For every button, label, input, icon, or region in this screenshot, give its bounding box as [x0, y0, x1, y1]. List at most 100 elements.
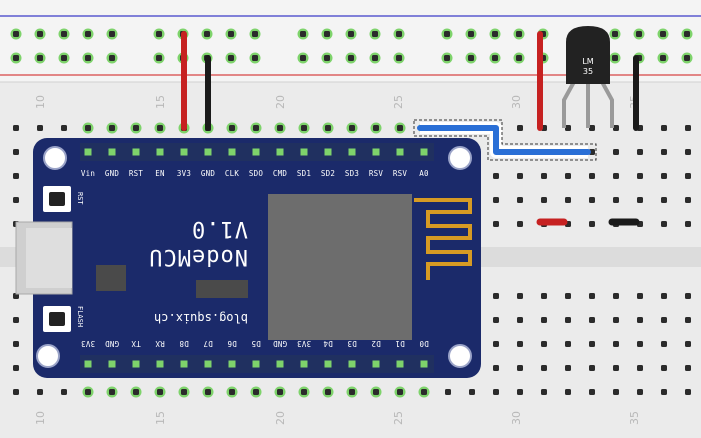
terminal-hole[interactable] — [541, 341, 547, 347]
rail-hole[interactable] — [636, 31, 642, 37]
terminal-hole[interactable] — [613, 197, 619, 203]
terminal-hole[interactable] — [589, 221, 595, 227]
terminal-hole[interactable] — [181, 389, 187, 395]
terminal-hole[interactable] — [493, 317, 499, 323]
rail-hole[interactable] — [156, 55, 162, 61]
rail-hole[interactable] — [516, 31, 522, 37]
board-pin[interactable] — [108, 360, 116, 368]
terminal-hole[interactable] — [493, 173, 499, 179]
terminal-hole[interactable] — [277, 125, 283, 131]
terminal-hole[interactable] — [349, 389, 355, 395]
terminal-hole[interactable] — [373, 125, 379, 131]
rail-hole[interactable] — [444, 31, 450, 37]
terminal-hole[interactable] — [637, 365, 643, 371]
rail-hole[interactable] — [348, 55, 354, 61]
rail-hole[interactable] — [396, 31, 402, 37]
board-pin[interactable] — [132, 148, 140, 156]
terminal-hole[interactable] — [325, 125, 331, 131]
terminal-hole[interactable] — [205, 389, 211, 395]
board-pin[interactable] — [204, 148, 212, 156]
rail-hole[interactable] — [516, 55, 522, 61]
board-pin[interactable] — [300, 360, 308, 368]
terminal-hole[interactable] — [397, 125, 403, 131]
terminal-hole[interactable] — [13, 197, 19, 203]
rail-hole[interactable] — [228, 31, 234, 37]
terminal-hole[interactable] — [541, 293, 547, 299]
rail-hole[interactable] — [372, 31, 378, 37]
terminal-hole[interactable] — [541, 317, 547, 323]
board-pin[interactable] — [156, 148, 164, 156]
terminal-hole[interactable] — [253, 389, 259, 395]
terminal-hole[interactable] — [565, 197, 571, 203]
terminal-hole[interactable] — [613, 173, 619, 179]
terminal-hole[interactable] — [541, 173, 547, 179]
board-pin[interactable] — [396, 148, 404, 156]
rail-hole[interactable] — [109, 55, 115, 61]
rail-hole[interactable] — [324, 55, 330, 61]
terminal-hole[interactable] — [37, 389, 43, 395]
terminal-hole[interactable] — [661, 149, 667, 155]
terminal-hole[interactable] — [685, 149, 691, 155]
terminal-hole[interactable] — [517, 173, 523, 179]
terminal-hole[interactable] — [13, 341, 19, 347]
terminal-hole[interactable] — [565, 317, 571, 323]
terminal-hole[interactable] — [541, 389, 547, 395]
terminal-hole[interactable] — [349, 125, 355, 131]
board-pin[interactable] — [252, 148, 260, 156]
rail-hole[interactable] — [492, 55, 498, 61]
terminal-hole[interactable] — [685, 125, 691, 131]
terminal-hole[interactable] — [565, 341, 571, 347]
board-pin[interactable] — [324, 360, 332, 368]
terminal-hole[interactable] — [301, 125, 307, 131]
terminal-hole[interactable] — [661, 221, 667, 227]
terminal-hole[interactable] — [493, 197, 499, 203]
terminal-hole[interactable] — [613, 149, 619, 155]
terminal-hole[interactable] — [517, 341, 523, 347]
rail-hole[interactable] — [252, 31, 258, 37]
terminal-hole[interactable] — [13, 149, 19, 155]
rail-hole[interactable] — [300, 31, 306, 37]
terminal-hole[interactable] — [445, 389, 451, 395]
terminal-hole[interactable] — [469, 389, 475, 395]
terminal-hole[interactable] — [157, 125, 163, 131]
terminal-hole[interactable] — [37, 125, 43, 131]
board-pin[interactable] — [324, 148, 332, 156]
terminal-hole[interactable] — [133, 125, 139, 131]
terminal-hole[interactable] — [637, 197, 643, 203]
rail-hole[interactable] — [13, 55, 19, 61]
board-pin[interactable] — [300, 148, 308, 156]
terminal-hole[interactable] — [85, 389, 91, 395]
terminal-hole[interactable] — [613, 125, 619, 131]
terminal-hole[interactable] — [541, 197, 547, 203]
board-pin[interactable] — [180, 360, 188, 368]
terminal-hole[interactable] — [661, 341, 667, 347]
board-pin[interactable] — [372, 148, 380, 156]
terminal-hole[interactable] — [565, 293, 571, 299]
terminal-hole[interactable] — [229, 125, 235, 131]
terminal-hole[interactable] — [589, 293, 595, 299]
board-pin[interactable] — [204, 360, 212, 368]
terminal-hole[interactable] — [13, 173, 19, 179]
terminal-hole[interactable] — [685, 221, 691, 227]
terminal-hole[interactable] — [13, 389, 19, 395]
rail-hole[interactable] — [468, 55, 474, 61]
board-pin[interactable] — [276, 148, 284, 156]
rail-hole[interactable] — [61, 31, 67, 37]
rail-hole[interactable] — [109, 31, 115, 37]
terminal-hole[interactable] — [517, 365, 523, 371]
terminal-hole[interactable] — [613, 341, 619, 347]
rail-hole[interactable] — [492, 31, 498, 37]
terminal-hole[interactable] — [685, 365, 691, 371]
terminal-hole[interactable] — [637, 317, 643, 323]
terminal-hole[interactable] — [517, 221, 523, 227]
rail-hole[interactable] — [37, 31, 43, 37]
terminal-hole[interactable] — [685, 173, 691, 179]
board-pin[interactable] — [156, 360, 164, 368]
board-pin[interactable] — [276, 360, 284, 368]
terminal-hole[interactable] — [661, 293, 667, 299]
terminal-hole[interactable] — [565, 173, 571, 179]
terminal-hole[interactable] — [517, 293, 523, 299]
terminal-hole[interactable] — [565, 365, 571, 371]
board-pin[interactable] — [420, 148, 428, 156]
terminal-hole[interactable] — [685, 293, 691, 299]
